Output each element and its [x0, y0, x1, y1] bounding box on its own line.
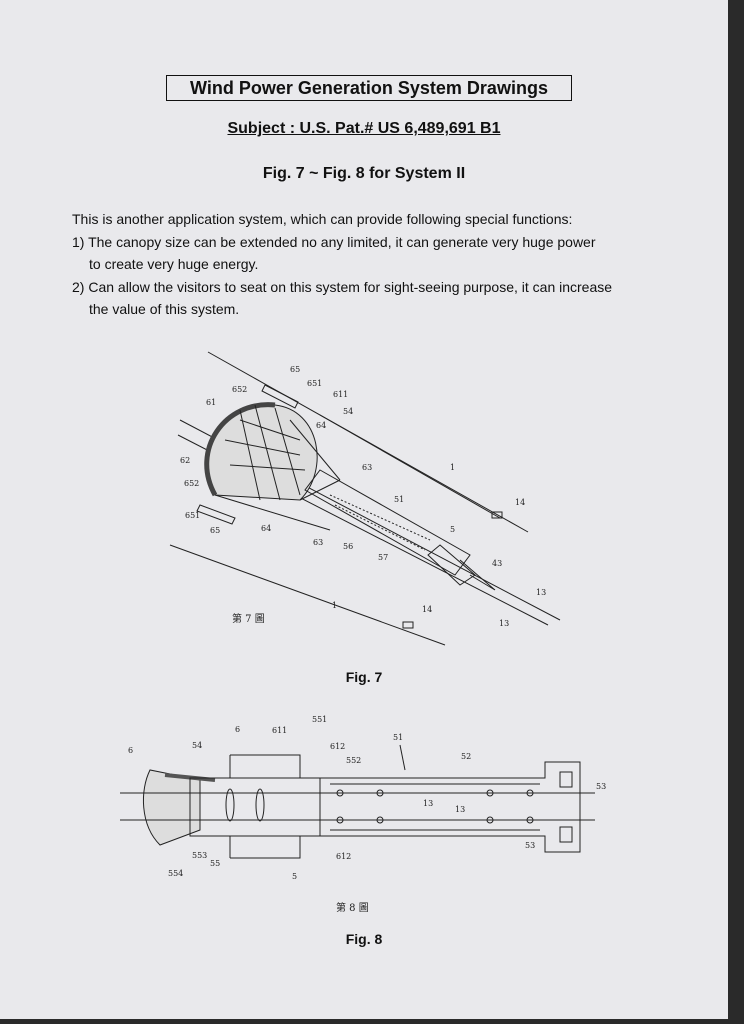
fig7-label-64b: 64: [261, 524, 271, 533]
fig7-label-651: 651: [307, 379, 322, 388]
fig7-label-14: 14: [515, 498, 525, 507]
fig8-label-612: 612: [330, 742, 345, 751]
fig7-label-64: 64: [316, 421, 326, 430]
subject-line: Subject : U.S. Pat.# US 6,489,691 B1: [227, 120, 501, 137]
fig8-label-6: 6: [235, 725, 240, 734]
fig7-label-63b: 63: [313, 538, 323, 547]
fig8-label-552: 552: [346, 756, 361, 765]
item-2-line-2: the value of this system.: [89, 301, 240, 317]
fig7-label-57: 57: [378, 553, 388, 562]
fig7-label-611: 611: [333, 390, 348, 399]
fig7-label-54: 54: [343, 407, 353, 416]
fig7-label-61: 61: [206, 398, 216, 407]
fig7-label-65b: 65: [210, 526, 220, 535]
fig7-label-56: 56: [343, 542, 353, 551]
fig8-label-13b: 13: [455, 805, 465, 814]
item-2-line-1: 2) Can allow the visitors to seat on thi…: [72, 278, 613, 295]
fig8-label-551: 551: [312, 715, 327, 724]
fig8-label-51: 51: [393, 733, 403, 742]
fig8-label-611: 611: [272, 726, 287, 735]
intro-text: This is another application system, whic…: [72, 211, 573, 227]
fig7-label-65: 65: [290, 365, 300, 374]
fig8-cjk-caption: 第 8 圖: [336, 901, 369, 914]
fig7-label-652: 652: [232, 385, 247, 394]
fig7-label-5: 5: [450, 525, 455, 534]
fig7-label-63: 63: [362, 463, 372, 472]
document-page: Wind Power Generation System Drawings Su…: [0, 0, 728, 1019]
figures-heading: Fig. 7 ~ Fig. 8 for System II: [262, 165, 466, 182]
fig7-label-13b: 13: [499, 619, 509, 628]
fig7-drawing: 65 651 652 611 61 54 64 62 63 1 652 51 1…: [120, 351, 606, 914]
description: This is another application system, whic…: [72, 208, 672, 321]
fig7-label-1: 1: [450, 463, 455, 472]
fig8-label-53: 53: [596, 782, 606, 791]
fig8-label-554: 554: [168, 869, 183, 878]
item-1-line-2: to create very huge energy.: [89, 256, 259, 272]
fig8-label-6b: 6: [128, 746, 133, 755]
fig8-label-5: 5: [292, 872, 297, 881]
fig8-label-52: 52: [461, 752, 471, 761]
fig8-label-612b: 612: [336, 852, 351, 861]
fig7-label-62: 62: [180, 456, 190, 465]
fig7-cjk-caption: 第 7 圖: [232, 612, 265, 625]
fig8-caption: Fig. 8: [345, 931, 383, 947]
fig7-label-652b: 652: [184, 479, 199, 488]
fig8-label-53b: 53: [525, 841, 535, 850]
fig8-label-13: 13: [423, 799, 433, 808]
fig7-label-43: 43: [492, 559, 502, 568]
item-1-line-1: 1) The canopy size can be extended no an…: [72, 233, 596, 250]
fig7-label-14b: 14: [422, 605, 432, 614]
fig7-caption: Fig. 7: [345, 669, 383, 685]
fig8-label-55: 55: [210, 859, 220, 868]
fig7-label-51: 51: [394, 495, 404, 504]
page-title: Wind Power Generation System Drawings: [166, 75, 572, 101]
fig7-label-13: 13: [536, 588, 546, 597]
fig8-label-54: 54: [192, 741, 202, 750]
fig7-label-651b: 651: [185, 511, 200, 520]
fig8-label-553: 553: [192, 851, 207, 860]
fig7-label-1b: 1: [332, 601, 337, 610]
